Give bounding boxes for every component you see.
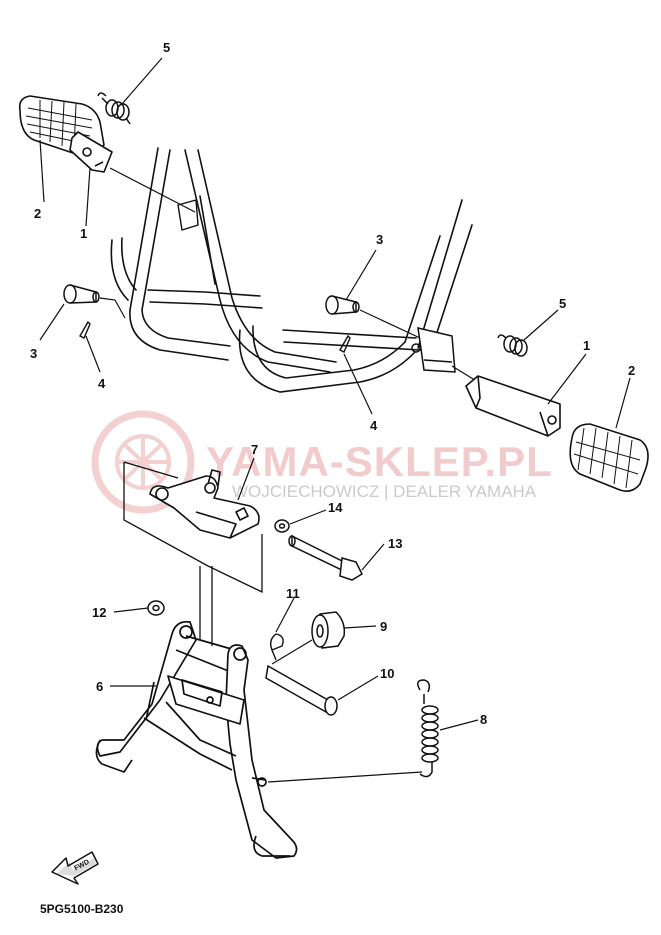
callout-13: 13 [388, 536, 402, 551]
callout-5-top: 5 [163, 40, 170, 55]
spring-leader [267, 771, 423, 783]
callout-4-left: 4 [98, 376, 106, 391]
washer-14 [274, 519, 290, 533]
callout-4-right: 4 [370, 418, 378, 433]
left-spring [97, 92, 131, 125]
watermark: YAMA-SKLEP.PL WOJCIECHOWICZ | DEALER YAM… [91, 410, 553, 514]
callout-6: 6 [96, 679, 103, 694]
callout-3-right: 3 [376, 232, 383, 247]
collar-leader [271, 639, 313, 665]
callout-14: 14 [328, 500, 343, 515]
washer-12 [147, 600, 165, 616]
callout-leaders [39, 57, 631, 731]
callout-numbers: 5 2 1 3 4 3 4 5 1 2 7 14 13 12 11 9 6 10… [30, 40, 635, 727]
left-footpeg-assembly [18, 95, 113, 173]
callout-10: 10 [380, 666, 394, 681]
stand-bracket [149, 469, 260, 539]
watermark-main-text: YAMA-SKLEP.PL [206, 438, 553, 485]
callout-7: 7 [251, 442, 258, 457]
right-footpeg-rubber [569, 423, 649, 492]
left-pin [63, 284, 100, 304]
watermark-sub-text: WOJCIECHOWICZ | DEALER YAMAHA [232, 482, 537, 501]
callout-3-left: 3 [30, 346, 37, 361]
pivot-bolt-10 [265, 664, 338, 716]
mount-outline [123, 461, 263, 646]
clip-11 [269, 633, 284, 661]
stand-spring-8 [417, 679, 439, 778]
main-stand [95, 620, 298, 859]
left-footpeg-leader [109, 167, 196, 213]
callout-8: 8 [480, 712, 487, 727]
forward-arrow-icon: FWD [51, 851, 99, 885]
left-pin-leader [99, 297, 126, 319]
callout-2-right: 2 [628, 363, 635, 378]
callout-5-right: 5 [559, 296, 566, 311]
callout-1-right: 1 [583, 338, 590, 353]
left-cotter-pin [79, 320, 91, 339]
diagram-code: 5PG5100-B230 [40, 902, 124, 916]
callout-11: 11 [286, 586, 300, 601]
callout-12: 12 [92, 605, 106, 620]
collar-9 [311, 611, 346, 649]
right-pin-leader [359, 309, 421, 339]
callout-2-top: 2 [34, 206, 41, 221]
right-pin [325, 295, 360, 315]
callout-9: 9 [380, 619, 387, 634]
frame-tubes [110, 147, 473, 393]
bolt-13 [288, 534, 363, 581]
right-footpeg-bracket [465, 375, 561, 437]
yamaha-logo-watermark [91, 410, 195, 514]
callout-1-top: 1 [80, 226, 87, 241]
right-cotter-pin [339, 334, 351, 353]
right-footpeg-mount [411, 327, 456, 373]
right-spring [497, 334, 528, 357]
